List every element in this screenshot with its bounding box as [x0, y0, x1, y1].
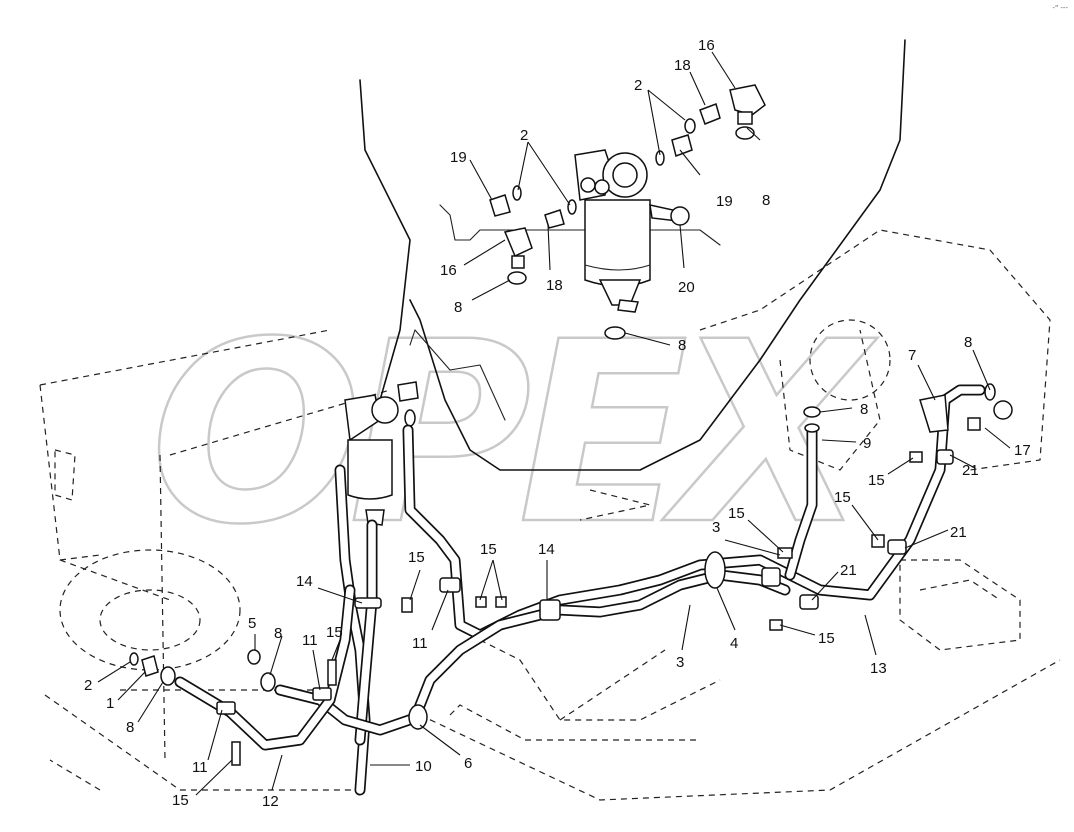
corner-mark: -" ---: [1052, 4, 1068, 12]
callout-15-center: 15: [728, 505, 745, 522]
callout-15-lower-right: 15: [818, 630, 835, 647]
callout-21-lower: 21: [840, 562, 857, 579]
callout-8-bottom-left: 8: [126, 719, 134, 736]
callout-9: 9: [863, 435, 871, 452]
callout-8-filter-bottom: 8: [678, 337, 686, 354]
callout-19-left: 19: [450, 149, 467, 166]
callout-14-left: 14: [296, 573, 313, 590]
callout-19-right: 19: [716, 193, 733, 210]
callout-4: 4: [730, 635, 738, 652]
fuel-filter-exploded: [574, 149, 651, 313]
fuel-filter-installed: [344, 381, 419, 526]
callout-17: 17: [1014, 442, 1031, 459]
callout-15-lower: 15: [326, 624, 343, 641]
callout-18-top: 18: [674, 57, 691, 74]
callout-2-top-left: 2: [520, 127, 528, 144]
callout-16-top: 16: [698, 37, 715, 54]
clamps-and-fittings: [129, 383, 1013, 766]
callout-2-lower: 2: [84, 677, 92, 694]
callout-18-left: 18: [546, 277, 563, 294]
callout-3-lower: 3: [676, 654, 684, 671]
callout-15-hose-b: 15: [480, 541, 497, 558]
watermark: OPEX: [150, 288, 878, 579]
callout-21-upper: 21: [962, 462, 979, 479]
banjo-fittings-upper: [489, 84, 766, 340]
callout-13: 13: [870, 660, 887, 677]
leader-lines: [97, 51, 1011, 796]
callout-11-center: 11: [412, 635, 428, 652]
callout-2-top-right: 2: [634, 77, 642, 94]
callout-15-bottom: 15: [172, 792, 189, 809]
callout-15-right-a: 15: [868, 472, 885, 489]
callout-11-bottom: 11: [192, 759, 208, 776]
callout-8-top: 8: [762, 192, 770, 209]
callout-labels: 16 18 2 2 19 19 8 16 18 20 8 8 7 8 8 9 1…: [84, 37, 1031, 810]
fuel-hoses: [174, 384, 986, 796]
callout-8-lower-left: 8: [274, 625, 282, 642]
callout-7: 7: [908, 347, 916, 364]
callout-12: 12: [262, 793, 279, 810]
fuel-tank-outline: [359, 39, 906, 471]
callout-5: 5: [248, 615, 256, 632]
callout-11-lower: 11: [302, 632, 318, 649]
callout-6: 6: [464, 755, 472, 772]
callout-3-upper: 3: [712, 519, 720, 536]
callout-8-right: 8: [964, 334, 972, 351]
callout-16-left: 16: [440, 262, 457, 279]
callout-21-middle: 21: [950, 524, 967, 541]
callout-8-mid: 8: [860, 401, 868, 418]
engine-background-outline: [39, 229, 1061, 801]
callout-20: 20: [678, 279, 695, 296]
callout-15-right-b: 15: [834, 489, 851, 506]
callout-10: 10: [415, 758, 432, 775]
callout-14-right: 14: [538, 541, 555, 558]
callout-1: 1: [106, 695, 114, 712]
callout-8-left: 8: [454, 299, 462, 316]
callout-15-hose-a: 15: [408, 549, 425, 566]
